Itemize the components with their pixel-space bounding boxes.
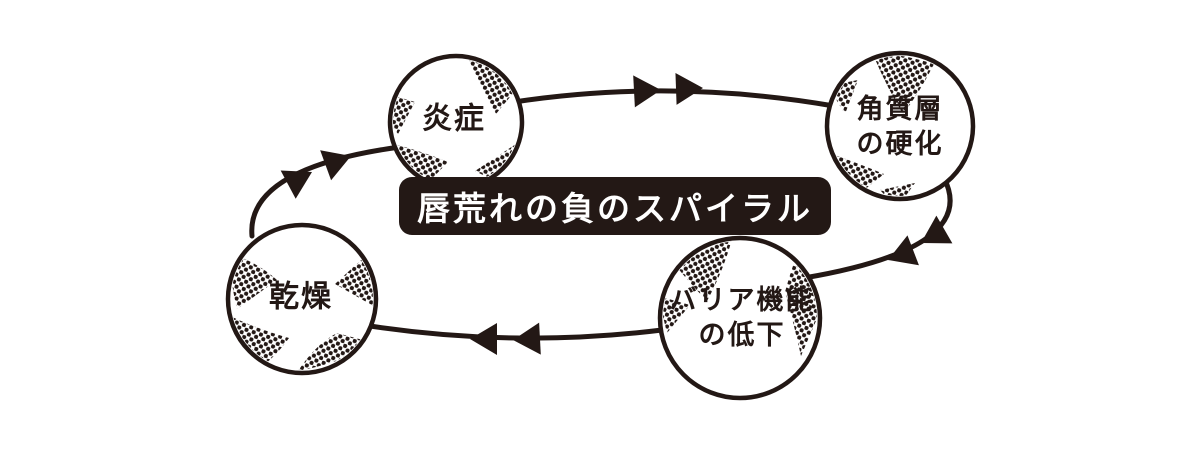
arc-barrier-to-dryness <box>367 323 665 341</box>
arrow-top-1 <box>633 75 661 108</box>
node-label-text: 炎症 <box>422 102 486 136</box>
cycle-arrowheads <box>280 72 953 355</box>
node-label-keratin-hardening: 角質層 の硬化 <box>857 92 944 162</box>
circle-keratin-hardening <box>824 50 976 202</box>
diagram-title: 唇荒れの負のスパイラル <box>417 190 813 227</box>
node-label-barrier-decline: バリア機能 の低下 <box>670 283 815 353</box>
node-label-text: 乾燥 <box>269 280 333 314</box>
arrow-bottom-1 <box>513 322 541 355</box>
node-label-text: の硬化 <box>856 129 944 159</box>
arrow-right-1 <box>921 215 953 244</box>
node-label-text: バリア機能 <box>669 284 815 315</box>
node-label-text: の低下 <box>698 320 786 350</box>
node-label-text: 角質層 <box>856 93 944 124</box>
arrow-top-2 <box>675 72 703 105</box>
arrow-left-1 <box>280 170 312 199</box>
arc-inflammation-to-hardening <box>511 88 837 109</box>
cycle-arcs <box>249 88 953 341</box>
arrow-left-2 <box>320 150 351 181</box>
arrow-right-2 <box>888 235 919 266</box>
node-label-dryness: 乾燥 <box>269 278 333 317</box>
node-label-inflammation: 炎症 <box>422 100 486 139</box>
halftone-keratin-hardening <box>830 56 934 196</box>
arrow-bottom-2 <box>470 323 497 355</box>
diagram-title-box: 唇荒れの負のスパイラル <box>399 177 831 235</box>
